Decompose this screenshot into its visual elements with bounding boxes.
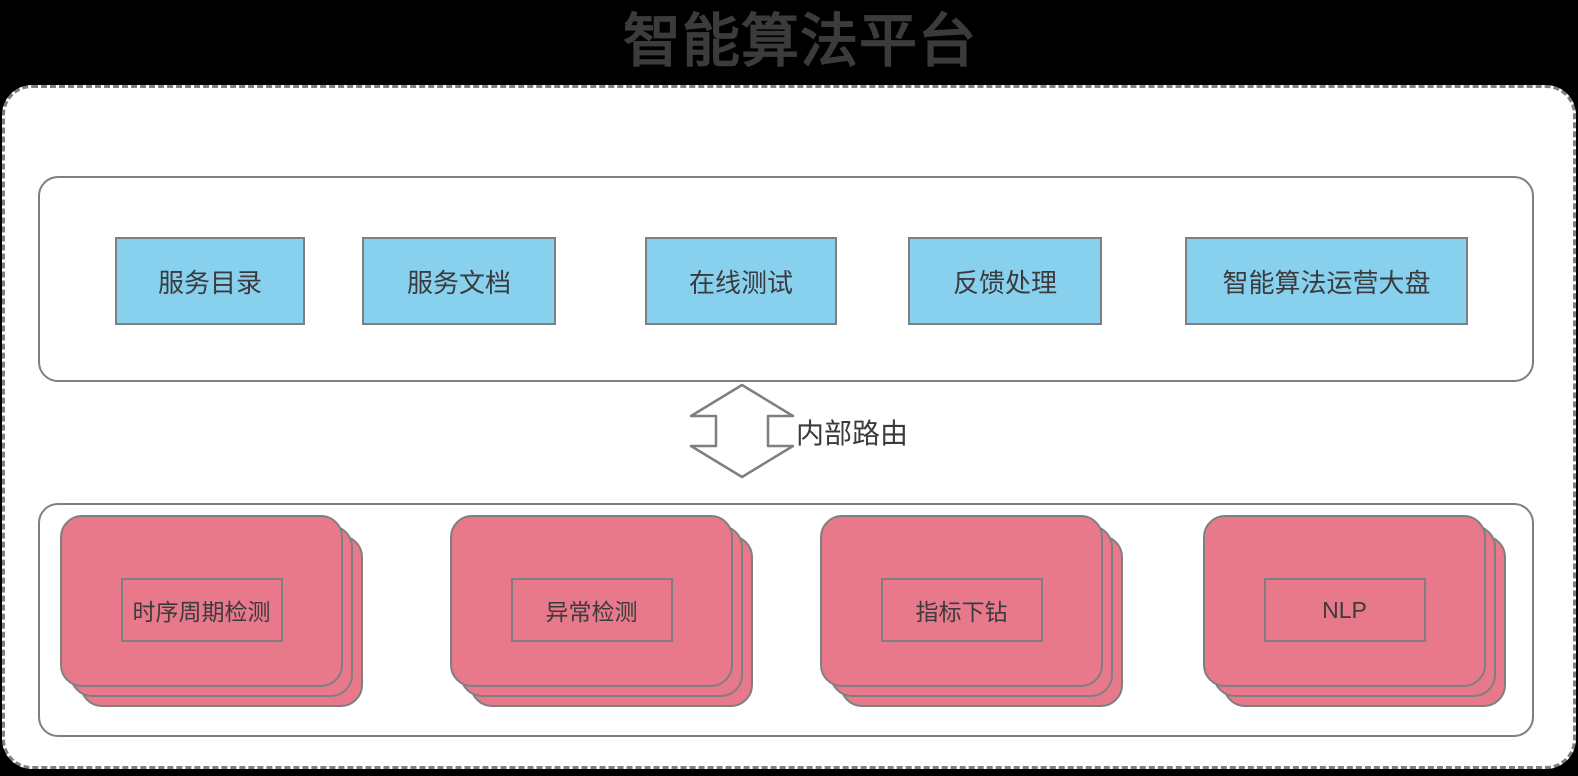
diagram-title: 智能算法平台 (622, 9, 977, 74)
stacked-card-front: NLP (1203, 515, 1486, 687)
stacked-card-front: 指标下钻 (820, 515, 1103, 687)
card-stack-anomaly: 异常检测 (450, 515, 753, 727)
service-box-docs: 服务文档 (362, 237, 556, 325)
card-stack-timeseries: 时序周期检测 (60, 515, 363, 727)
card-stack-drilldown: 指标下钻 (820, 515, 1123, 727)
bidirectional-arrow-icon (689, 383, 795, 479)
service-layer-panel: 服务目录 服务文档 在线测试 反馈处理 智能算法运营大盘 (38, 176, 1534, 382)
stack-label-box: 时序周期检测 (120, 578, 283, 642)
stack-label-box: NLP (1263, 578, 1426, 642)
service-box-ops-dashboard: 智能算法运营大盘 (1185, 237, 1468, 325)
card-stack-nlp: NLP (1203, 515, 1506, 727)
service-box-catalog: 服务目录 (115, 237, 305, 325)
stack-label-box: 异常检测 (510, 578, 673, 642)
platform-boundary: 服务目录 服务文档 在线测试 反馈处理 智能算法运营大盘 内部路由 时序周期检测 (2, 85, 1576, 769)
stack-label-box: 指标下钻 (880, 578, 1043, 642)
stacked-card-front: 异常检测 (450, 515, 733, 687)
algorithm-layer-panel: 时序周期检测 异常检测 指标下钻 (38, 503, 1534, 737)
service-box-online-test: 在线测试 (645, 237, 837, 325)
internal-routing-label: 内部路由 (796, 418, 909, 449)
stacked-card-front: 时序周期检测 (60, 515, 343, 687)
service-box-feedback: 反馈处理 (908, 237, 1102, 325)
